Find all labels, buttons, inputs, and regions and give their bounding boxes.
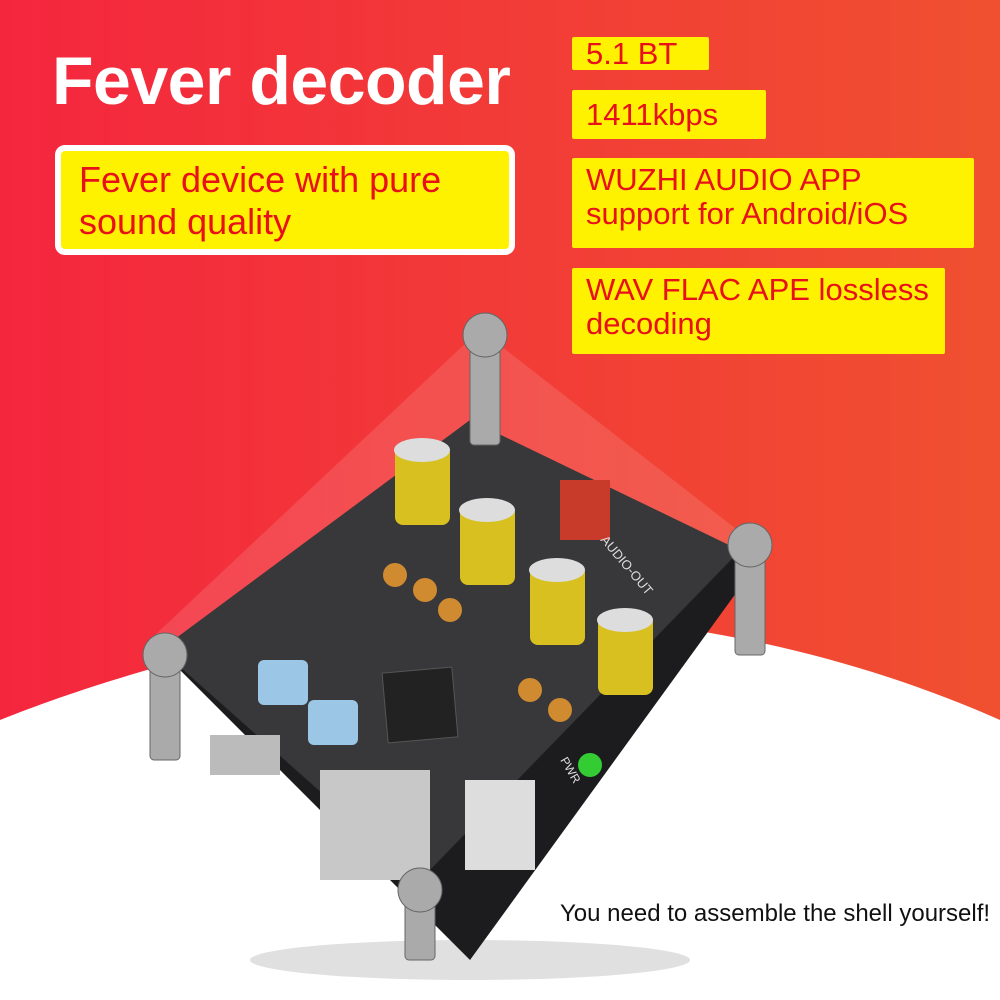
usb-c-port: [210, 735, 280, 775]
tag-formats: WAV FLAC APE lossless decoding: [572, 268, 945, 354]
assembly-note: You need to assemble the shell yourself!: [560, 900, 991, 927]
capacitors: [258, 438, 653, 745]
usb-a-port: [320, 770, 430, 880]
tag-bluetooth: 5.1 BT: [572, 37, 709, 71]
tag-app: WUZHI AUDIO APP support for Android/iOS: [572, 158, 974, 248]
subtitle-box: Fever device with pure sound quality: [55, 145, 515, 255]
film-caps: [560, 480, 610, 540]
ceramic-caps: [383, 563, 572, 722]
tag-bitrate: 1411kbps: [572, 90, 766, 139]
page-title: Fever decoder: [52, 43, 511, 119]
power-led: [578, 753, 602, 777]
chip: [381, 666, 459, 744]
pcb-board: [160, 420, 760, 960]
sd-slot: [465, 780, 535, 870]
standoffs: [142, 312, 773, 961]
